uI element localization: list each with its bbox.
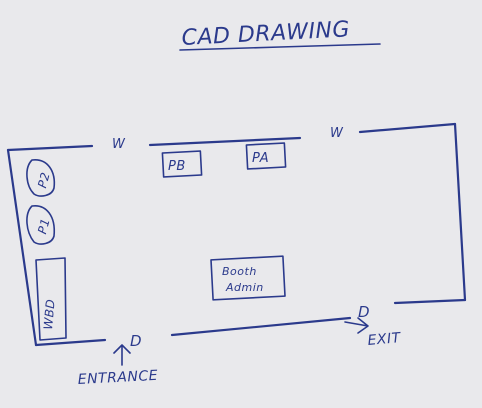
booth-admin-label-line2: Admin [225, 281, 264, 294]
printer-a-label: PA [252, 151, 269, 166]
exit-label: EXIT [367, 330, 402, 349]
window-left-label: W [112, 137, 126, 152]
exit-arrow [344, 317, 369, 334]
printer-b-box [161, 150, 203, 178]
room-wall-bottom-middle [170, 316, 352, 337]
room-wall-bottom-left [34, 338, 107, 347]
station-p1-outline [26, 205, 56, 245]
exit-door-label: D [358, 303, 370, 321]
booth-admin-label-line1: Booth [222, 265, 257, 278]
printer-b-label: PB [168, 159, 186, 174]
entrance-label: ENTRANCE [77, 368, 158, 388]
entrance-door-label: D [130, 332, 142, 350]
room-wall-top-left [6, 144, 94, 152]
room-wall-top-middle [148, 136, 302, 147]
room-wall-bottom-right [393, 298, 467, 305]
whiteboard-label: WBD [41, 298, 58, 330]
entrance-arrow [113, 344, 131, 366]
whiteboard-outline [35, 257, 67, 341]
booth-admin-box [210, 255, 286, 301]
station-p1-label: P1 [35, 217, 53, 236]
room-wall-left [6, 148, 38, 347]
title-underline [179, 43, 381, 51]
printer-a-box [245, 142, 287, 170]
room-wall-top-right [358, 122, 457, 134]
window-right-label: W [330, 126, 344, 141]
room-wall-right [453, 122, 467, 302]
station-p2-label: P2 [35, 171, 53, 190]
station-p2-outline [26, 159, 56, 197]
